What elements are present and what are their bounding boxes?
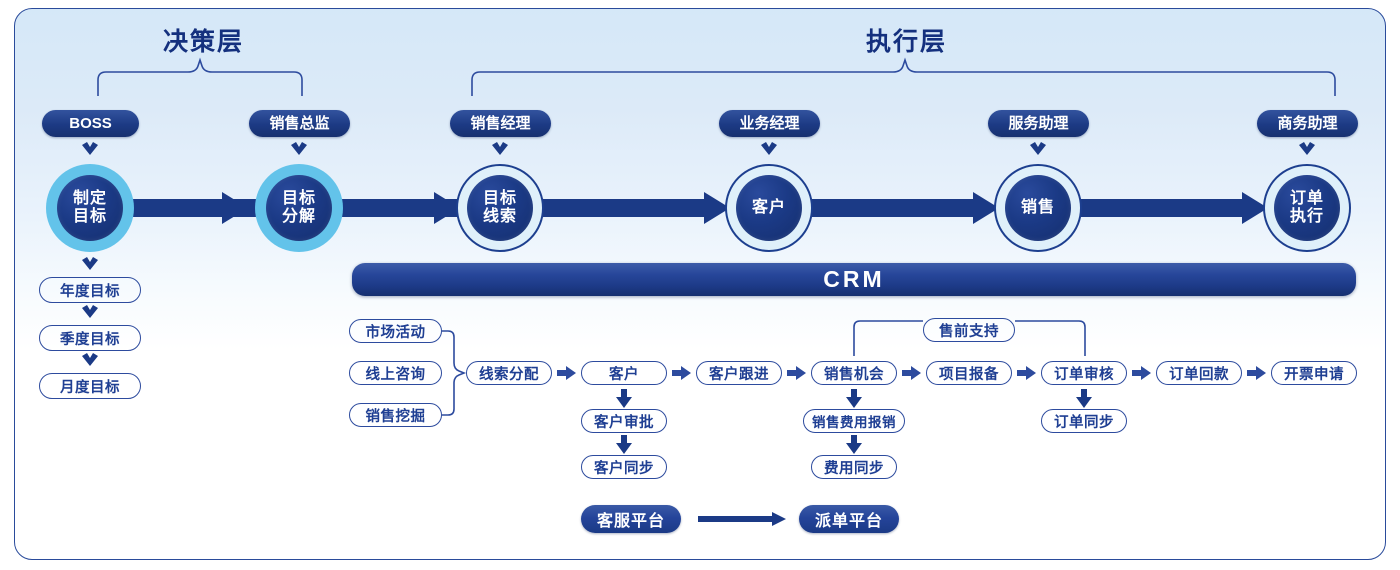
flow-capsule-project-registration[interactable]: 项目报备 — [926, 361, 1012, 385]
role-pill-service-assistant[interactable]: 服务助理 — [988, 110, 1089, 137]
presales-support-capsule[interactable]: 售前支持 — [923, 318, 1015, 342]
stage-core: 订单 执行 — [1274, 175, 1340, 241]
role-pill-commerce-assistant[interactable]: 商务助理 — [1257, 110, 1358, 137]
stage-circle-order-execution[interactable]: 订单 执行 — [1263, 164, 1351, 252]
goal-capsule-annual[interactable]: 年度目标 — [39, 277, 141, 303]
stage-label-line1: 目标 — [281, 190, 316, 207]
stage-label-line2: 执行 — [1289, 208, 1324, 225]
flow-capsule-order-review[interactable]: 订单审核 — [1041, 361, 1127, 385]
stage-circle-customer[interactable]: 客户 — [725, 164, 813, 252]
branch-capsule-customer-sync[interactable]: 客户同步 — [581, 455, 667, 479]
role-pill-boss[interactable]: BOSS — [42, 110, 139, 137]
crm-bar[interactable]: CRM — [352, 263, 1356, 296]
role-pill-business-manager[interactable]: 业务经理 — [719, 110, 820, 137]
stage-label-line1: 客户 — [751, 199, 786, 216]
stage-core: 目标 分解 — [266, 175, 332, 241]
flow-capsule-lead-assignment[interactable]: 线索分配 — [466, 361, 552, 385]
stage-circle-goal-lead[interactable]: 目标 线索 — [456, 164, 544, 252]
platform-capsule-dispatch[interactable]: 派单平台 — [799, 505, 899, 533]
section-title-decision: 决策层 — [163, 28, 245, 56]
stage-core: 目标 线索 — [467, 175, 533, 241]
platform-capsule-service[interactable]: 客服平台 — [581, 505, 681, 533]
role-pill-sales-manager[interactable]: 销售经理 — [450, 110, 551, 137]
flow-capsule-sales-opportunity[interactable]: 销售机会 — [811, 361, 897, 385]
branch-capsule-order-sync[interactable]: 订单同步 — [1041, 409, 1127, 433]
flow-capsule-invoice-application[interactable]: 开票申请 — [1271, 361, 1357, 385]
flow-capsule-customer[interactable]: 客户 — [581, 361, 667, 385]
lead-source-sales-prospecting[interactable]: 销售挖掘 — [349, 403, 442, 427]
stage-circle-goal-breakdown[interactable]: 目标 分解 — [255, 164, 343, 252]
stage-core: 销售 — [1005, 175, 1071, 241]
lead-source-online-inquiry[interactable]: 线上咨询 — [349, 361, 442, 385]
flow-capsule-order-payment[interactable]: 订单回款 — [1156, 361, 1242, 385]
stage-label-line1: 订单 — [1289, 190, 1324, 207]
stage-label-line2: 目标 — [72, 208, 107, 225]
stage-label-line2: 线索 — [482, 208, 517, 225]
stage-core: 客户 — [736, 175, 802, 241]
stage-label-line1: 销售 — [1020, 199, 1055, 216]
stage-circle-sales[interactable]: 销售 — [994, 164, 1082, 252]
branch-capsule-sales-expense-reimbursement[interactable]: 销售费用报销 — [803, 409, 905, 433]
stage-core: 制定 目标 — [57, 175, 123, 241]
stage-circle-make-goal[interactable]: 制定 目标 — [46, 164, 134, 252]
lead-source-market-campaign[interactable]: 市场活动 — [349, 319, 442, 343]
crm-label: CRM — [823, 266, 885, 292]
section-title-execution: 执行层 — [866, 28, 948, 56]
role-pill-sales-director[interactable]: 销售总监 — [249, 110, 350, 137]
branch-capsule-expense-sync[interactable]: 费用同步 — [811, 455, 897, 479]
goal-capsule-monthly[interactable]: 月度目标 — [39, 373, 141, 399]
branch-capsule-customer-approval[interactable]: 客户审批 — [581, 409, 667, 433]
flow-capsule-customer-followup[interactable]: 客户跟进 — [696, 361, 782, 385]
stage-label-line1: 目标 — [482, 190, 517, 207]
stage-label-line2: 分解 — [281, 208, 316, 225]
goal-capsule-quarterly[interactable]: 季度目标 — [39, 325, 141, 351]
stage-label-line1: 制定 — [72, 190, 107, 207]
